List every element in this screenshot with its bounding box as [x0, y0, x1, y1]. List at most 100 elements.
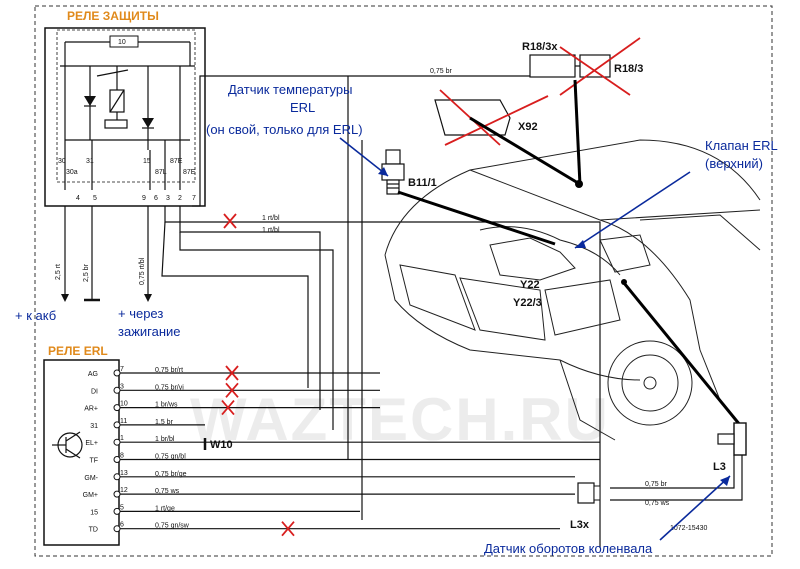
wire-label-rt-bl-1: 1 rt/bl — [262, 215, 280, 222]
routing-wires: 1 rt/bl 1 rt/bl 0,75 br — [161, 68, 601, 548]
erl-wire-label-0: 0,75 br/rt — [155, 367, 183, 374]
pin-num-3: 3 — [166, 195, 170, 202]
erl-pin-number-9: 6 — [120, 522, 124, 529]
wire-label-l3-1: 0,75 br — [645, 481, 667, 488]
erl-pin-number-4: 1 — [120, 435, 124, 442]
label-x92: X92 — [518, 121, 538, 133]
temp-sensor-label-1: Датчик температуры — [228, 82, 352, 97]
erl-pin-number-8: 5 — [120, 504, 124, 511]
cable-b11 — [397, 190, 556, 246]
wire-label-0-75-rt-bl: 0,75 rt/bl — [139, 257, 146, 285]
component-l3x: L3x 0,75 br 0,75 ws — [570, 481, 670, 531]
erl-pin-number-7: 12 — [120, 487, 128, 494]
wire-label-rt-bl-2: 1 rt/bl — [262, 227, 280, 234]
label-w10: W10 — [210, 439, 233, 451]
watermark: WAZTECH.RU — [190, 386, 610, 453]
label-y22-3: Y22/3 — [513, 297, 542, 309]
erl-wire-label-8: 1 rt/ge — [155, 505, 175, 512]
temp-sensor-label-3: (он свой, только для ERL) — [206, 122, 363, 137]
label-r18-3: R18/3 — [614, 63, 643, 75]
erl-terminal-7 — [113, 490, 121, 498]
label-b11: B11/1 — [408, 177, 437, 189]
erl-wire-label-5: 0,75 gn/bl — [155, 454, 186, 461]
erl-terminal-5 — [113, 456, 121, 463]
erl-terminal-1 — [113, 386, 121, 394]
erl-wire-label-6: 0,75 br/ge — [155, 471, 187, 478]
erl-pin-9: TD — [89, 527, 98, 534]
wire-label-2-5-br: 2,5 br — [83, 263, 90, 282]
car-outline — [384, 139, 761, 441]
label-r18-3x: R18/3x — [522, 41, 558, 53]
pin-87l: 87L — [155, 169, 167, 176]
component-l3: L3 — [610, 282, 747, 501]
wire-label-top: 0,75 br — [430, 68, 452, 75]
erl-pin-number-2: 10 — [120, 401, 128, 408]
pin-30a: 30a — [66, 169, 78, 176]
label-l3x: L3x — [570, 519, 590, 531]
erl-terminal-9 — [113, 525, 121, 533]
erl-pin-number-1: 3 — [120, 383, 124, 390]
valve-label-2: (верхний) — [705, 156, 763, 171]
pin-num-6: 6 — [154, 195, 158, 202]
erl-pin-4: EL+ — [85, 440, 98, 447]
erl-terminal-3 — [113, 421, 121, 429]
cable-x92 — [469, 116, 579, 185]
erl-wire-label-1: 0,75 br/vi — [155, 384, 184, 391]
erl-pin-number-5: 8 — [120, 453, 124, 460]
wire-label-2-5-rt: 2,5 rt — [55, 264, 62, 280]
temp-sensor-arrow — [339, 137, 389, 177]
erl-wire-label-4: 1 br/bl — [155, 436, 175, 443]
erl-x-mark-b-0 — [225, 365, 239, 381]
fuse — [109, 35, 139, 48]
erl-pin-number-6: 13 — [120, 470, 128, 477]
valve-label-1: Клапан ERL — [705, 138, 778, 153]
erl-wire-label-7: 0,75 ws — [155, 488, 180, 495]
pin-87e: 87E — [170, 158, 183, 165]
valve-arrow — [574, 171, 691, 249]
erl-terminal-8 — [113, 507, 121, 515]
pin-num-4: 4 — [76, 195, 80, 202]
joint-dot-1 — [575, 180, 583, 188]
crank-sensor-arrow — [659, 475, 731, 541]
relay-output-wires: 2,5 rt 2,5 br 0,75 rt/bl — [55, 206, 152, 302]
protection-relay: РЕЛЕ ЗАЩИТЫ 10 30 31 15 87E 30a 87L 87 — [44, 9, 206, 207]
component-b11: B11/1 — [381, 149, 437, 195]
outer-frame — [34, 5, 773, 557]
ground-w10: W10 — [203, 438, 233, 451]
pin-30: 30 — [58, 158, 66, 165]
label-y22: Y22 — [520, 279, 540, 291]
erl-relay-title: РЕЛЕ ERL — [48, 344, 108, 358]
erl-terminal-4 — [113, 438, 121, 446]
pin-num-9: 9 — [142, 195, 146, 202]
erl-wire-label-9: 0,75 gn/sw — [155, 523, 190, 530]
erl-wire-label-3: 1,5 br — [155, 419, 174, 426]
ignition-label-2: зажигание — [118, 324, 181, 339]
pin-87e-2: 87E — [183, 169, 196, 176]
erl-x-mark-b-1 — [225, 382, 239, 398]
erl-terminal-0 — [113, 369, 121, 377]
erl-pin-number-3: 11 — [120, 418, 127, 425]
x-mark-1b — [223, 213, 237, 229]
protection-relay-title: РЕЛЕ ЗАЩИТЫ — [67, 9, 159, 23]
erl-pin-number-0: 7 — [120, 366, 124, 373]
pin-num-2: 2 — [178, 195, 182, 202]
ignition-label-1: + через — [118, 306, 163, 321]
pin-num-7: 7 — [192, 195, 196, 202]
fuse-label: 10 — [118, 39, 126, 46]
component-x92: X92 — [434, 89, 549, 146]
erl-x-mark-b-9 — [281, 521, 295, 537]
erl-pin-3: 31 — [90, 423, 98, 430]
erl-wire-label-2: 1 br/ws — [155, 402, 178, 409]
label-l3: L3 — [713, 461, 726, 473]
pin-15: 15 — [143, 158, 151, 165]
wire-label-l3-2: 0,75 ws — [645, 500, 670, 507]
crank-sensor-label: Датчик оборотов коленвала — [484, 541, 653, 556]
erl-pin-2: AR+ — [84, 406, 98, 413]
erl-pin-8: 15 — [90, 509, 98, 516]
erl-pin-7: GM+ — [83, 492, 98, 499]
erl-relay: РЕЛЕ ERL — [43, 344, 120, 546]
erl-x-mark-b-2 — [221, 400, 235, 416]
erl-pin-6: GM- — [84, 475, 98, 482]
cable-r18 — [573, 79, 582, 186]
